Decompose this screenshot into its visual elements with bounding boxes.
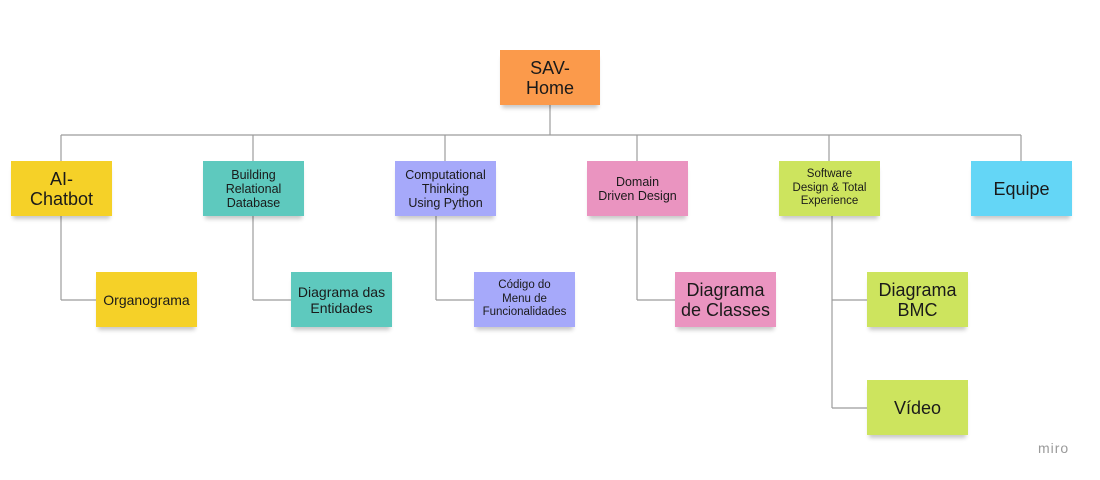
child-note-video[interactable]: Vídeo (867, 380, 968, 435)
child-note-organograma[interactable]: Organograma (96, 272, 197, 327)
branch-note-building-relational-database[interactable]: Building Relational Database (203, 161, 304, 216)
branch-note-ai-chatbot[interactable]: AI- Chatbot (11, 161, 112, 216)
child-note-codigo-menu[interactable]: Código do Menu de Funcionalidades (474, 272, 575, 327)
branch-note-computational-thinking[interactable]: Computational Thinking Using Python (395, 161, 496, 216)
child-note-diagrama-bmc[interactable]: Diagrama BMC (867, 272, 968, 327)
branch-note-software-design[interactable]: Software Design & Total Experience (779, 161, 880, 216)
child-note-diagrama-classes[interactable]: Diagrama de Classes (675, 272, 776, 327)
branch-note-domain-driven-design[interactable]: Domain Driven Design (587, 161, 688, 216)
root-note[interactable]: SAV- Home (500, 50, 600, 105)
branch-note-equipe[interactable]: Equipe (971, 161, 1072, 216)
child-note-diagrama-entidades[interactable]: Diagrama das Entidades (291, 272, 392, 327)
miro-watermark: miro (1038, 440, 1070, 456)
